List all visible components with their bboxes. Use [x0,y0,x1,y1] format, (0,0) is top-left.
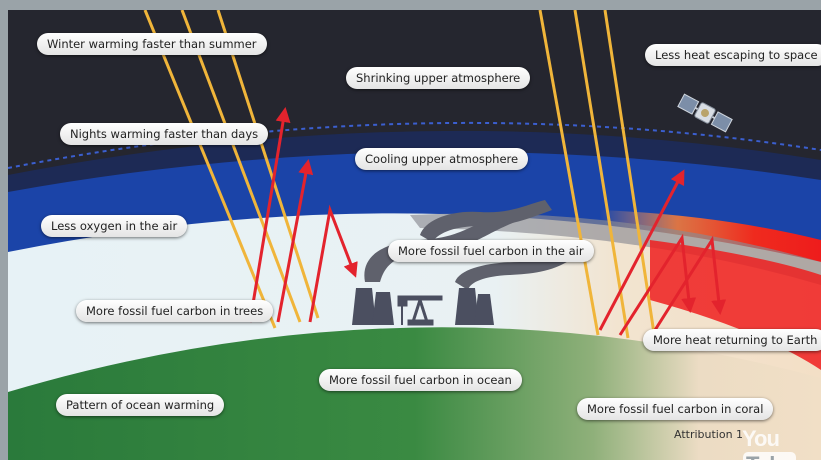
satellite-icon [677,93,733,133]
label-ocean-warming-pattern: Pattern of ocean warming [56,394,225,416]
label-cooling-upper-atmosphere: Cooling upper atmosphere [355,148,529,170]
sunlight-ray [538,10,600,336]
heat-arrow-escaping [598,169,685,331]
label-nights-warming: Nights warming faster than days [60,123,269,145]
heat-arrow-escaping [248,107,291,323]
label-fossil-carbon-coral: More fossil fuel carbon in coral [577,398,774,420]
label-fossil-carbon-ocean: More fossil fuel carbon in ocean [319,369,522,391]
heat-arrow-returning [308,204,358,323]
label-shrinking-upper-atmosphere: Shrinking upper atmosphere [346,67,531,89]
label-winter-warming: Winter warming faster than summer [37,33,267,55]
sunlight-ray [143,10,277,329]
label-heat-returning: More heat returning to Earth [643,329,821,351]
attribution-caption: Attribution 1 [674,428,744,441]
sunlight-ray [180,10,302,323]
youtube-watermark-tube: Tube [743,452,796,460]
heat-arrow-escaping [276,159,314,323]
sunlight-ray [216,10,320,319]
heat-arrow-returning [618,233,697,336]
heat-arrow-returning [648,235,727,339]
smoke-plume [420,200,552,242]
label-fossil-carbon-air: More fossil fuel carbon in the air [388,240,594,262]
youtube-watermark-you: You [742,426,780,451]
sunlight-ray [573,10,630,339]
sunlight-rays [143,10,657,341]
factory-icon [352,288,494,325]
ground-region [8,327,821,460]
pollution-haze [410,213,821,285]
label-less-heat-escaping: Less heat escaping to space [645,44,821,66]
label-fossil-carbon-trees: More fossil fuel carbon in trees [76,300,274,322]
oil-pump-icon [397,295,443,326]
youtube-watermark[interactable]: YouTube [742,426,821,460]
heat-arrows [248,107,727,339]
label-less-oxygen: Less oxygen in the air [41,215,188,237]
sunlight-ray [603,10,657,341]
